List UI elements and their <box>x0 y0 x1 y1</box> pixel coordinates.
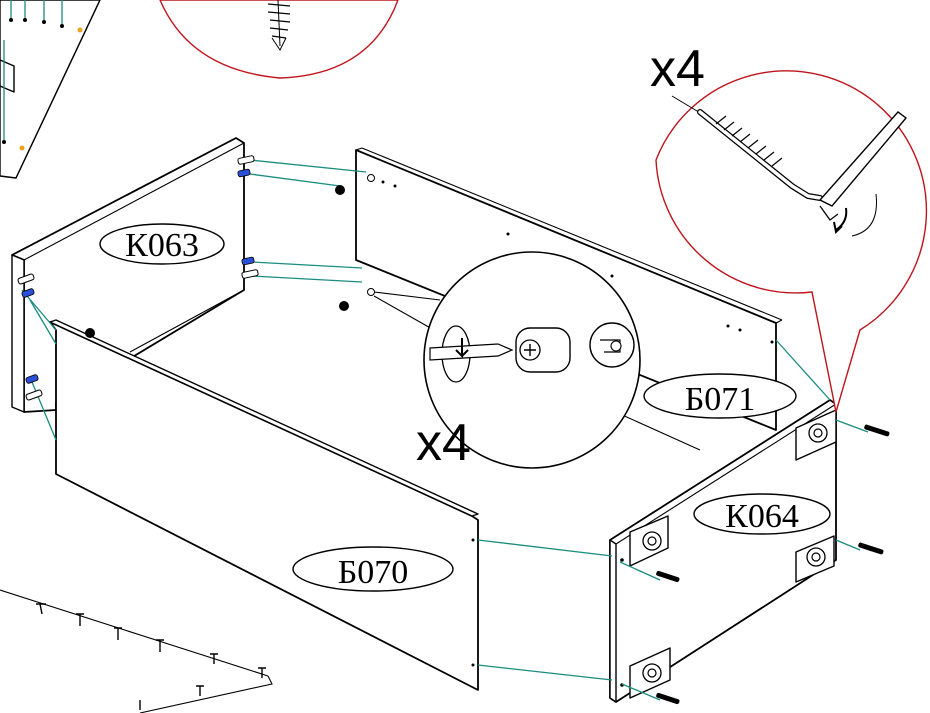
screw-icon <box>267 0 291 51</box>
label-k064: К064 <box>693 493 831 535</box>
cam-lock-quantity: x4 <box>416 414 471 472</box>
dowel-icon <box>2 0 83 151</box>
right-side-panel <box>609 399 837 703</box>
cam-lock-icon <box>515 322 635 373</box>
assembly-guides <box>21 159 869 701</box>
previous-step-panel <box>0 0 101 179</box>
label-k063: К063 <box>99 223 225 265</box>
svg-text:Б071: Б071 <box>685 381 756 418</box>
svg-text:К063: К063 <box>125 227 199 264</box>
cam-nut <box>335 185 349 311</box>
cam-housing <box>629 515 669 567</box>
hex-key-callout: x4 <box>650 40 928 413</box>
screwdriver-icon <box>429 325 514 383</box>
label-b070: Б070 <box>292 546 454 592</box>
hex-key-icon <box>671 95 908 237</box>
dowel-icon <box>17 155 259 401</box>
screw-callout <box>159 0 399 79</box>
front-panel <box>49 319 479 691</box>
dowel-icon <box>36 603 266 710</box>
bottom-panel <box>129 289 701 451</box>
bolt-icon <box>656 424 890 705</box>
hex-key-quantity: x4 <box>650 40 705 98</box>
cam-housing <box>795 409 837 461</box>
label-b071: Б071 <box>643 373 797 419</box>
cam-housing <box>795 535 835 583</box>
svg-text:К064: К064 <box>725 498 799 535</box>
svg-text:Б070: Б070 <box>338 554 409 591</box>
next-step-panel <box>0 589 273 713</box>
cam-lock-callout: x4 <box>373 251 641 472</box>
